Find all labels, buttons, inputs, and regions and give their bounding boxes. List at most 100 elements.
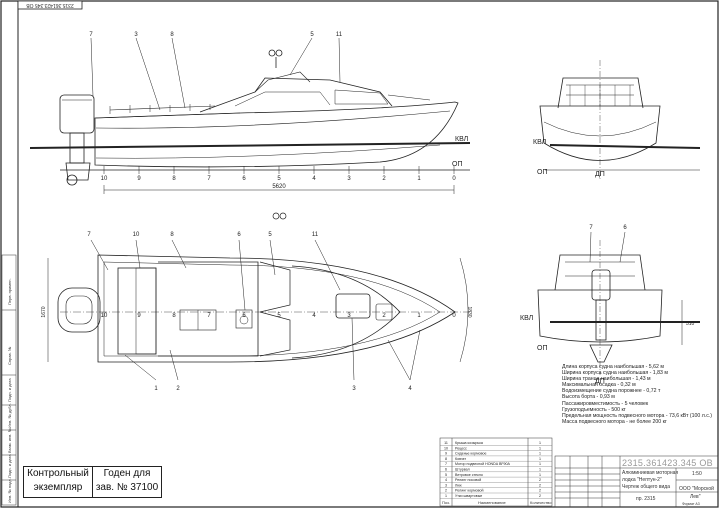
parts-row-qty: 2	[539, 478, 541, 482]
title-line-2: лодка "Нептун-2"	[622, 477, 662, 483]
plan-outboard-motor	[57, 287, 101, 333]
plan-station-label: 5	[277, 313, 281, 319]
spec-line: Масса подвесного мотора - не более 200 к…	[562, 418, 667, 425]
parts-row-name: Рецесс	[455, 446, 467, 450]
sidebar-label: Инв. № подл.	[7, 478, 12, 503]
parts-row-qty: 1	[539, 468, 541, 472]
plan-station-label: 1	[417, 313, 421, 319]
title-company-line2: Лев"	[690, 494, 701, 500]
title-doc-code: 2315.361423.345 ОВ	[622, 458, 713, 468]
rear-callout-number: 7	[589, 225, 593, 231]
parts-row-pos: 11	[444, 441, 448, 445]
rear-dim-label: 510	[686, 321, 695, 327]
side-station-labels: 10 9 8 7 6 5 4 3 2 1 0	[101, 176, 457, 182]
title-line-3: Чертеж общего вида	[622, 484, 670, 490]
valid-for-stamp: Годен для зав. № 37100	[92, 466, 162, 498]
side-hull-outline	[94, 101, 459, 168]
plan-callout-number: 8	[170, 232, 174, 238]
title-format: Формат А3	[682, 502, 700, 506]
parts-footer-qty: Количество	[530, 500, 552, 505]
spec-line: Пассажировместимость - 5 человек	[562, 400, 649, 407]
control-copy-line2: экземпляр	[33, 482, 83, 493]
plan-callout-number: 1	[154, 386, 158, 392]
control-copy-stamp: Контрольный экземпляр	[23, 466, 93, 498]
plan-dim-right-label: 1830	[466, 306, 472, 317]
parts-row-qty: 1	[539, 473, 541, 477]
front-waterline	[549, 144, 701, 149]
binding-sidebar	[1, 254, 17, 506]
side-station-label: 6	[242, 176, 246, 182]
side-station-label: 5	[277, 176, 281, 182]
rear-callouts	[589, 231, 626, 263]
length-dimension	[103, 185, 455, 194]
side-station-label: 10	[101, 176, 108, 182]
plan-station-label: 9	[137, 313, 141, 319]
spec-line: Грузоподъемность - 500 кг	[562, 406, 626, 413]
plan-station-label: 10	[101, 313, 108, 319]
spec-line: Максимальная осадка - 0,32 м	[562, 382, 636, 389]
plan-callout-number: 2	[176, 386, 180, 392]
spec-line: Предельная мощность подвесного мотора - …	[562, 412, 712, 419]
plan-callout-number: 3	[352, 386, 356, 392]
parts-row-pos: 1	[445, 494, 447, 498]
plan-callout-number: 11	[312, 232, 319, 238]
parts-row-pos: 4	[445, 478, 447, 482]
valid-for-line2: зав. № 37100	[95, 482, 159, 493]
plan-station-label: 7	[207, 313, 211, 319]
parts-row-qty: 2	[539, 494, 541, 498]
parts-row-pos: 6	[445, 468, 447, 472]
side-station-label: 0	[452, 176, 456, 182]
side-station-label: 7	[207, 176, 211, 182]
spec-line: Высота борта - 0,93 м	[562, 394, 615, 401]
parts-row-name: Штурвал	[455, 468, 470, 472]
side-callout-number: 7	[89, 32, 93, 38]
side-callout-number: 8	[170, 32, 174, 38]
parts-row-pos: 9	[445, 452, 447, 456]
side-kvl-label: КВЛ	[455, 136, 469, 143]
title-block-grid	[554, 455, 719, 508]
plan-callout-number: 6	[237, 232, 241, 238]
front-view	[539, 60, 661, 180]
valid-for-line1: Годен для	[103, 468, 151, 479]
side-callout-number: 3	[134, 32, 138, 38]
plan-callout-number: 4	[408, 386, 412, 392]
parts-row-name: Люк	[455, 483, 462, 487]
plan-mast-light	[272, 212, 287, 220]
side-waterline	[29, 142, 471, 149]
spec-line: Ширина корпуса судна наибольшая - 1,83 м	[562, 370, 668, 377]
parts-row-name: Мотор подвесной HONDA BF90A	[455, 462, 511, 466]
side-callout-number: 5	[310, 32, 314, 38]
parts-row-qty: 1	[539, 446, 541, 450]
rear-op-label: ОП	[537, 345, 547, 352]
side-station-label: 3	[347, 176, 351, 182]
plan-station-label: 3	[347, 313, 351, 319]
parts-row-qty: 1	[539, 462, 541, 466]
plan-station-label: 2	[382, 313, 386, 319]
parts-row-qty: 1	[539, 457, 541, 461]
side-mast-light	[268, 49, 283, 68]
parts-row-name: Сиденье кормовое	[455, 452, 487, 456]
parts-row-name: Ветровое стекло	[455, 473, 483, 477]
side-outboard-motor	[59, 94, 95, 186]
parts-row-name: Релинг кормовой	[455, 489, 483, 493]
control-copy-line1: Контрольный	[27, 468, 89, 479]
side-cabin	[199, 77, 393, 113]
front-dp-label: ДП	[595, 171, 605, 178]
parts-row-qty: 2	[539, 489, 541, 493]
sidebar-label: Подп. и дата	[7, 454, 12, 478]
side-view	[29, 49, 471, 186]
spec-line: Ширина транца наибольшая - 1,43 м	[562, 376, 651, 383]
parts-row-name: Утки швартовые	[455, 494, 482, 498]
rear-view	[537, 240, 683, 375]
parts-row-pos: 3	[445, 483, 447, 487]
parts-row-pos: 2	[445, 489, 447, 493]
plan-callout-number: 10	[133, 232, 140, 238]
length-dimension-label: 5620	[272, 184, 286, 190]
parts-footer-name: Наименование	[478, 500, 506, 505]
plan-callout-number: 5	[268, 232, 272, 238]
rear-dp-label: ДП	[595, 378, 605, 385]
parts-row-pos: 5	[445, 473, 447, 477]
parts-row-qty: 1	[539, 452, 541, 456]
top-code-box: 2315.361423.345 ОВ	[17, 0, 83, 10]
